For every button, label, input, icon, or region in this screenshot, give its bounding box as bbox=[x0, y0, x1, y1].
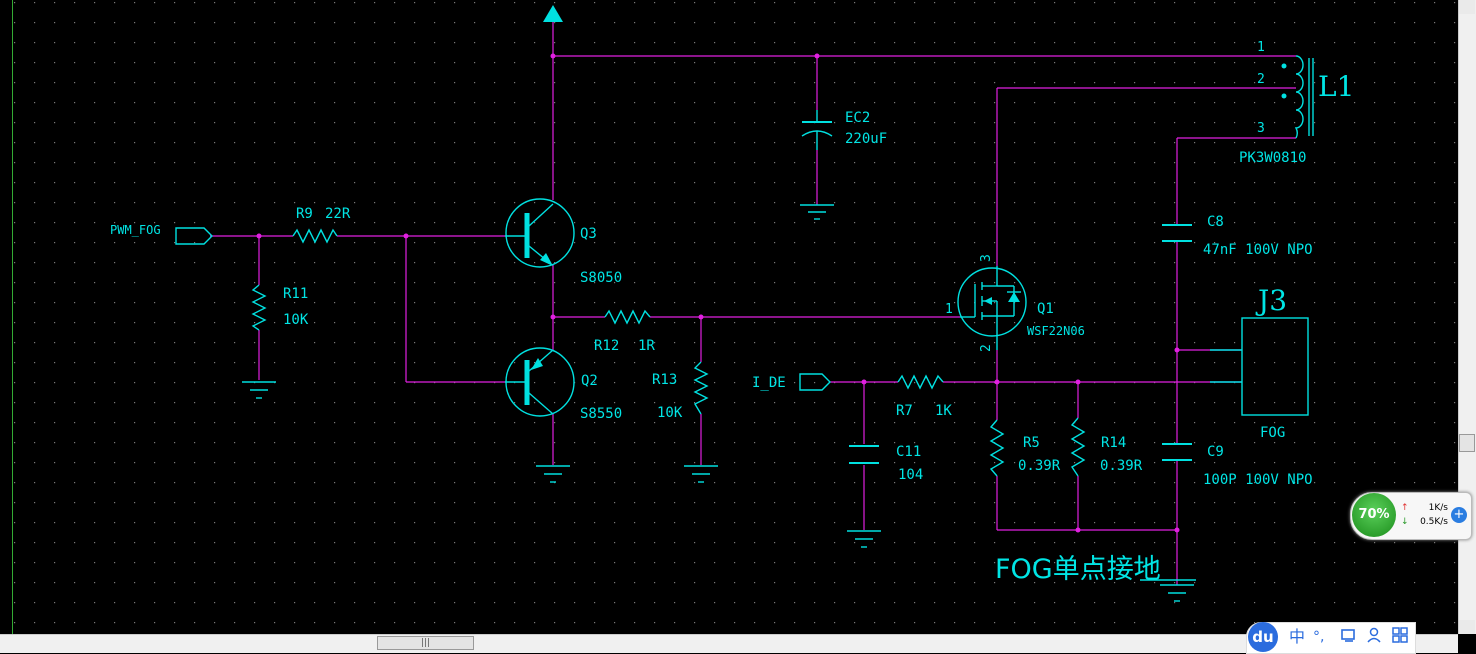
upload-speed: 1K/s bbox=[1428, 503, 1448, 513]
capacitor-c8[interactable]: C8 47nF 100V NPO bbox=[1162, 214, 1313, 258]
arrow-down-icon: ↓ bbox=[1401, 517, 1409, 527]
c8-value: 47nF 100V NPO bbox=[1203, 242, 1313, 258]
download-speed: 0.5K/s bbox=[1420, 517, 1448, 527]
connector-j3[interactable]: J3 FOG bbox=[1210, 284, 1309, 441]
port-i-de-label: I_DE bbox=[752, 375, 786, 391]
c8-ref: C8 bbox=[1207, 214, 1224, 230]
ground-icon-r13 bbox=[684, 465, 718, 483]
q1-value: WSF22N06 bbox=[1027, 324, 1085, 338]
ground-icon-q2 bbox=[536, 465, 570, 483]
c9-ref: C9 bbox=[1207, 444, 1224, 460]
ground-icon-c11 bbox=[847, 530, 881, 548]
capacitor-c9[interactable]: C9 100P 100V NPO bbox=[1162, 443, 1313, 488]
r14-ref: R14 bbox=[1101, 435, 1126, 451]
l1-pin3: 3 bbox=[1257, 121, 1265, 136]
ground-icon-r11 bbox=[242, 381, 276, 399]
r7-value: 1K bbox=[935, 403, 952, 419]
left-edge-bar bbox=[0, 0, 13, 634]
mosfet-q1[interactable]: 1 2 3 Q1 WSF22N06 bbox=[945, 254, 1085, 352]
keyboard-icon[interactable] bbox=[1341, 627, 1357, 648]
port-i-de[interactable]: I_DE bbox=[752, 373, 831, 391]
plus-icon[interactable]: + bbox=[1451, 507, 1467, 523]
ime-mode-toggle[interactable]: 中 bbox=[1289, 627, 1306, 646]
l1-pin2: 2 bbox=[1257, 72, 1265, 87]
c11-ref: C11 bbox=[896, 444, 921, 460]
horizontal-scrollbar[interactable] bbox=[0, 634, 1458, 653]
ime-punctuation-toggle[interactable]: °, bbox=[1313, 629, 1325, 645]
q2-value: S8550 bbox=[580, 406, 622, 422]
q3-value: S8050 bbox=[580, 270, 622, 286]
r13-ref: R13 bbox=[652, 372, 677, 388]
r7-ref: R7 bbox=[896, 403, 913, 419]
c11-value: 104 bbox=[898, 467, 923, 483]
l1-ref: L1 bbox=[1318, 70, 1354, 103]
horizontal-scroll-thumb[interactable]: ||| bbox=[377, 636, 474, 650]
r12-value: 1R bbox=[638, 338, 655, 354]
q2-ref: Q2 bbox=[581, 373, 598, 389]
port-pwm-fog[interactable]: PWM_FOG bbox=[110, 223, 213, 245]
vcc-arrow-icon bbox=[543, 5, 563, 22]
q1-pin1: 1 bbox=[945, 302, 953, 317]
grid-icon[interactable] bbox=[1392, 627, 1408, 648]
l1-pin1: 1 bbox=[1257, 40, 1265, 55]
r12-ref: R12 bbox=[594, 338, 619, 354]
r5-value: 0.39R bbox=[1018, 458, 1061, 474]
capacitor-ec2[interactable]: EC2 220uF bbox=[801, 110, 887, 150]
r14-value: 0.39R bbox=[1100, 458, 1143, 474]
resistor-r5[interactable]: R5 0.39R bbox=[989, 419, 1061, 477]
vertical-scrollbar[interactable] bbox=[1458, 0, 1476, 634]
q1-pin2: 2 bbox=[979, 344, 994, 352]
j3-ref: J3 bbox=[1255, 284, 1287, 317]
ground-icon-fog bbox=[1160, 584, 1194, 602]
r9-value: 22R bbox=[325, 206, 351, 222]
port-pwm-fog-label: PWM_FOG bbox=[110, 223, 161, 237]
ground-icon-ec2 bbox=[800, 204, 834, 220]
user-icon[interactable] bbox=[1366, 627, 1382, 648]
transistor-q2[interactable]: Q2 S8550 bbox=[505, 347, 622, 422]
scroll-up-button[interactable] bbox=[1459, 0, 1475, 14]
resistor-r9[interactable]: R9 22R bbox=[292, 206, 351, 244]
r9-ref: R9 bbox=[296, 206, 313, 222]
r5-ref: R5 bbox=[1023, 435, 1040, 451]
inductor-l1[interactable]: 1 2 3 L1 PK3W0810 bbox=[1239, 40, 1354, 166]
q1-ref: Q1 bbox=[1037, 301, 1054, 317]
r11-ref: R11 bbox=[283, 286, 308, 302]
l1-value: PK3W0810 bbox=[1239, 150, 1306, 166]
arrow-up-icon: ↑ bbox=[1401, 503, 1409, 513]
network-usage-ball[interactable]: 70% bbox=[1352, 493, 1396, 537]
j3-value: FOG bbox=[1260, 425, 1285, 441]
ime-logo[interactable]: du bbox=[1248, 622, 1278, 652]
transistor-q3[interactable]: Q3 S8050 bbox=[505, 198, 622, 286]
r11-value: 10K bbox=[283, 312, 309, 328]
single-point-ground-note: FOG单点接地 bbox=[995, 554, 1161, 585]
capacitor-c11[interactable]: C11 104 bbox=[849, 444, 923, 483]
ec2-ref: EC2 bbox=[845, 110, 870, 126]
wires bbox=[210, 22, 1296, 585]
resistor-r11[interactable]: R11 10K bbox=[251, 284, 309, 331]
q1-pin3: 3 bbox=[979, 254, 994, 262]
scroll-down-button[interactable] bbox=[1459, 620, 1475, 634]
resistor-r13[interactable]: R13 10K bbox=[652, 361, 709, 421]
resistor-r14[interactable]: R14 0.39R bbox=[1070, 417, 1143, 477]
vertical-scroll-thumb[interactable] bbox=[1459, 434, 1475, 452]
resistor-r7[interactable]: R7 1K bbox=[896, 374, 952, 419]
r13-value: 10K bbox=[657, 405, 683, 421]
ec2-value: 220uF bbox=[845, 131, 887, 147]
q3-ref: Q3 bbox=[580, 226, 597, 242]
c9-value: 100P 100V NPO bbox=[1203, 472, 1313, 488]
resistor-r12[interactable]: R12 1R bbox=[594, 309, 655, 354]
